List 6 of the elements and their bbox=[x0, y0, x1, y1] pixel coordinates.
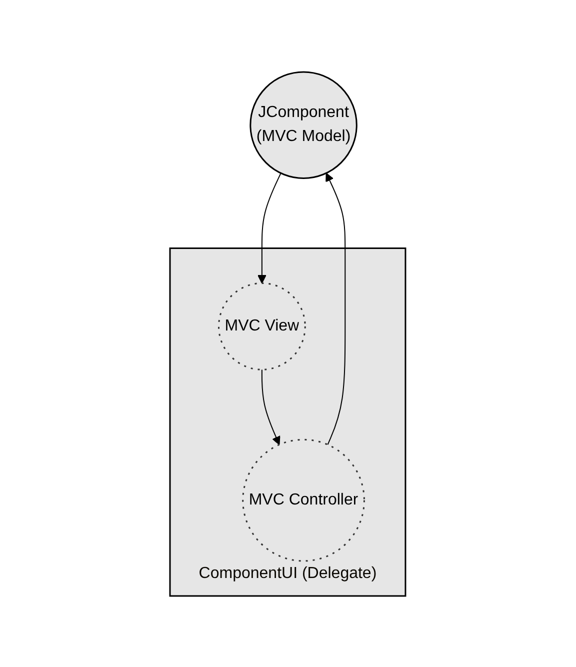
arrow bbox=[258, 172, 282, 284]
node-circle: MVC View bbox=[218, 282, 306, 370]
node-circle: JComponent (MVC Model) bbox=[250, 70, 358, 178]
node-circle: MVC Controller bbox=[242, 438, 366, 562]
arrow bbox=[262, 368, 280, 445]
arrow bbox=[326, 172, 346, 445]
